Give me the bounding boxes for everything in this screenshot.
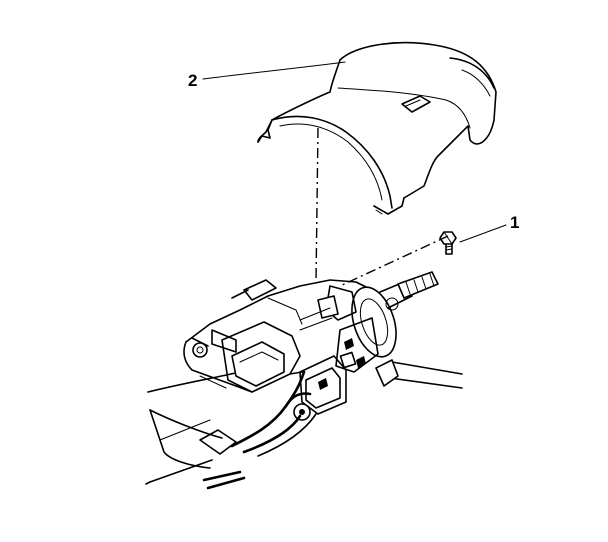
shroud-screw bbox=[439, 231, 457, 255]
alignment-line bbox=[315, 127, 319, 283]
callout-label-2: 2 bbox=[188, 71, 197, 90]
leader-line-1 bbox=[459, 224, 507, 243]
upper-shroud bbox=[257, 41, 497, 215]
callout-label-1: 1 bbox=[510, 213, 519, 232]
leader-line-2 bbox=[202, 61, 346, 80]
steering-column-assembly bbox=[145, 271, 463, 490]
